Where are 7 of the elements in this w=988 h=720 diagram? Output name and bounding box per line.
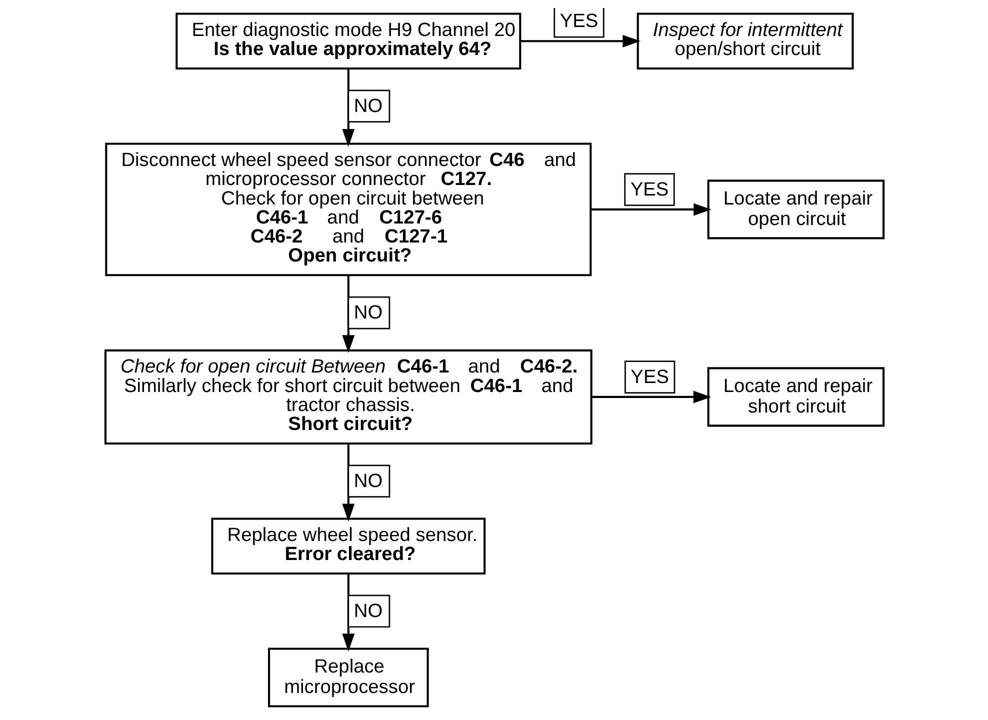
edge-label: NO xyxy=(353,600,382,622)
edge-label: NO xyxy=(353,470,382,492)
edge-label: NO xyxy=(353,96,382,117)
edge-label: YES xyxy=(630,179,668,200)
edge-label: YES xyxy=(559,11,598,32)
edge-label: NO xyxy=(353,302,382,324)
edge-label: YES xyxy=(630,366,669,388)
